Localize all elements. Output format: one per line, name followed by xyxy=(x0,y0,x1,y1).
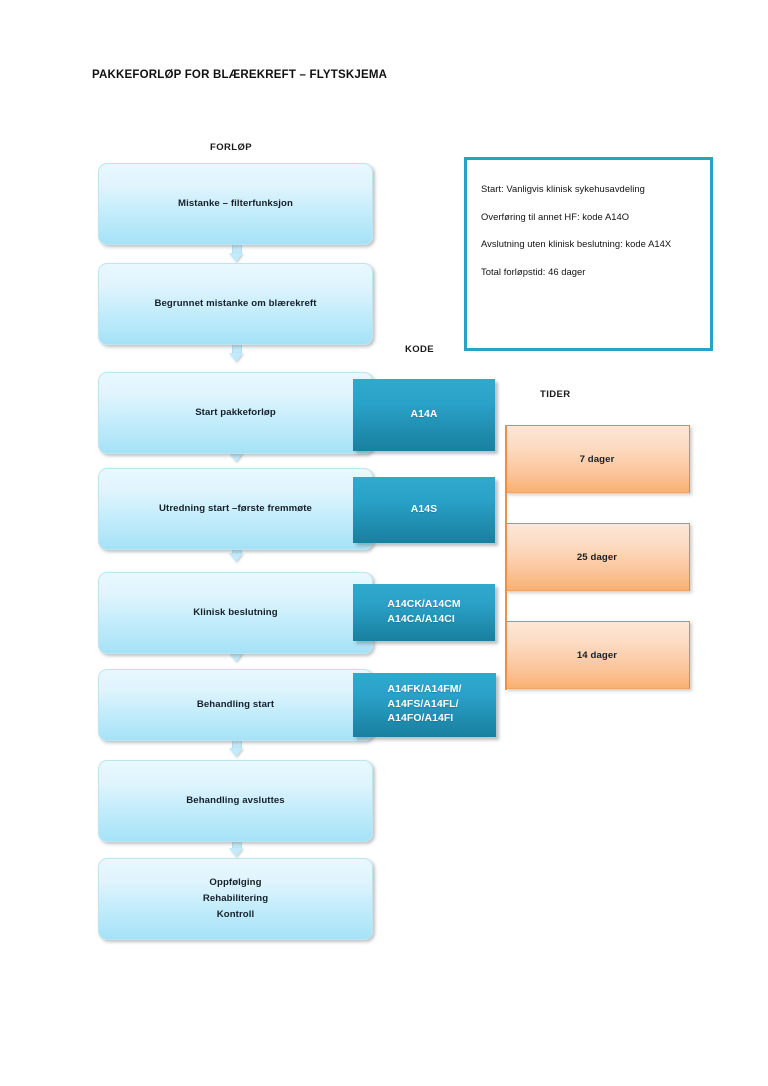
time-box-label: 25 dager xyxy=(576,551,618,563)
flow-step-label: Mistanke – filterfunksjon xyxy=(178,198,293,210)
flow-step-start-pakkeforlop[interactable]: Start pakkeforløp xyxy=(98,372,373,454)
flow-step-behandling-start[interactable]: Behandling start xyxy=(98,669,373,741)
flow-arrow-7 xyxy=(229,840,243,860)
flow-arrow-6 xyxy=(229,740,243,760)
arrow-head-icon xyxy=(229,353,243,362)
arrow-head-icon xyxy=(229,748,243,757)
legend-box: Start: Vanligvis klinisk sykehusavdeling… xyxy=(464,157,713,351)
column-header-kode: KODE xyxy=(405,344,435,355)
column-header-forlop: FORLØP xyxy=(210,142,252,153)
arrow-shaft xyxy=(232,740,242,749)
code-box-a14s[interactable]: A14S xyxy=(353,477,495,543)
time-box-label: 7 dager xyxy=(579,453,615,465)
page-title: PAKKEFORLØP FOR BLÆREKREFT – FLYTSKJEMA xyxy=(92,69,388,81)
time-box-7-dager: 7 dager xyxy=(505,425,690,493)
flow-step-label: Begrunnet mistanke om blærekreft xyxy=(154,298,317,310)
flow-step-label: Start pakkeforløp xyxy=(195,407,276,419)
flow-step-label: Klinisk beslutning xyxy=(193,607,278,619)
flow-arrow-1 xyxy=(229,245,243,265)
flow-step-utredning-start[interactable]: Utredning start –første fremmøte xyxy=(98,468,373,550)
arrow-shaft xyxy=(232,840,242,849)
column-header-tider: TIDER xyxy=(540,389,571,400)
legend-line-total: Total forløpstid: 46 dager xyxy=(481,265,586,277)
flow-step-mistanke-filterfunksjon[interactable]: Mistanke – filterfunksjon xyxy=(98,163,373,245)
code-box-label: A14A xyxy=(410,408,438,420)
arrow-head-icon xyxy=(229,553,243,562)
code-box-a14a[interactable]: A14A xyxy=(353,379,495,451)
flow-step-klinisk-beslutning[interactable]: Klinisk beslutning xyxy=(98,572,373,654)
flow-arrow-2 xyxy=(229,345,243,365)
arrow-head-icon xyxy=(229,453,243,462)
arrow-shaft xyxy=(232,245,242,254)
legend-line-start: Start: Vanligvis klinisk sykehusavdeling xyxy=(481,183,645,194)
flow-step-label: Behandling start xyxy=(196,699,275,711)
code-box-label: A14FK/A14FM/A14FS/A14FL/A14FO/A14FI xyxy=(387,684,462,725)
time-connector-line xyxy=(505,425,507,690)
flow-step-behandling-avsluttes[interactable]: Behandling avsluttes xyxy=(98,760,373,842)
legend-line-overforing: Overføring til annet HF: kode A14O xyxy=(481,210,630,222)
code-box-label: A14S xyxy=(410,503,438,515)
arrow-head-icon xyxy=(229,848,243,857)
arrow-head-icon xyxy=(229,253,243,262)
time-box-14-dager: 14 dager xyxy=(505,621,690,689)
arrow-shaft xyxy=(232,345,242,354)
flow-step-label: Behandling avsluttes xyxy=(186,795,285,807)
legend-line-avslutning: Avslutning uten klinisk beslutning: kode… xyxy=(481,238,672,250)
arrow-head-icon xyxy=(229,653,243,662)
flow-step-begrunnet-mistanke[interactable]: Begrunnet mistanke om blærekreft xyxy=(98,263,373,345)
time-box-25-dager: 25 dager xyxy=(505,523,690,591)
flow-step-label: Utredning start –første fremmøte xyxy=(159,503,312,515)
code-box-a14f-group[interactable]: A14FK/A14FM/A14FS/A14FL/A14FO/A14FI xyxy=(353,673,496,737)
time-box-label: 14 dager xyxy=(576,649,618,661)
